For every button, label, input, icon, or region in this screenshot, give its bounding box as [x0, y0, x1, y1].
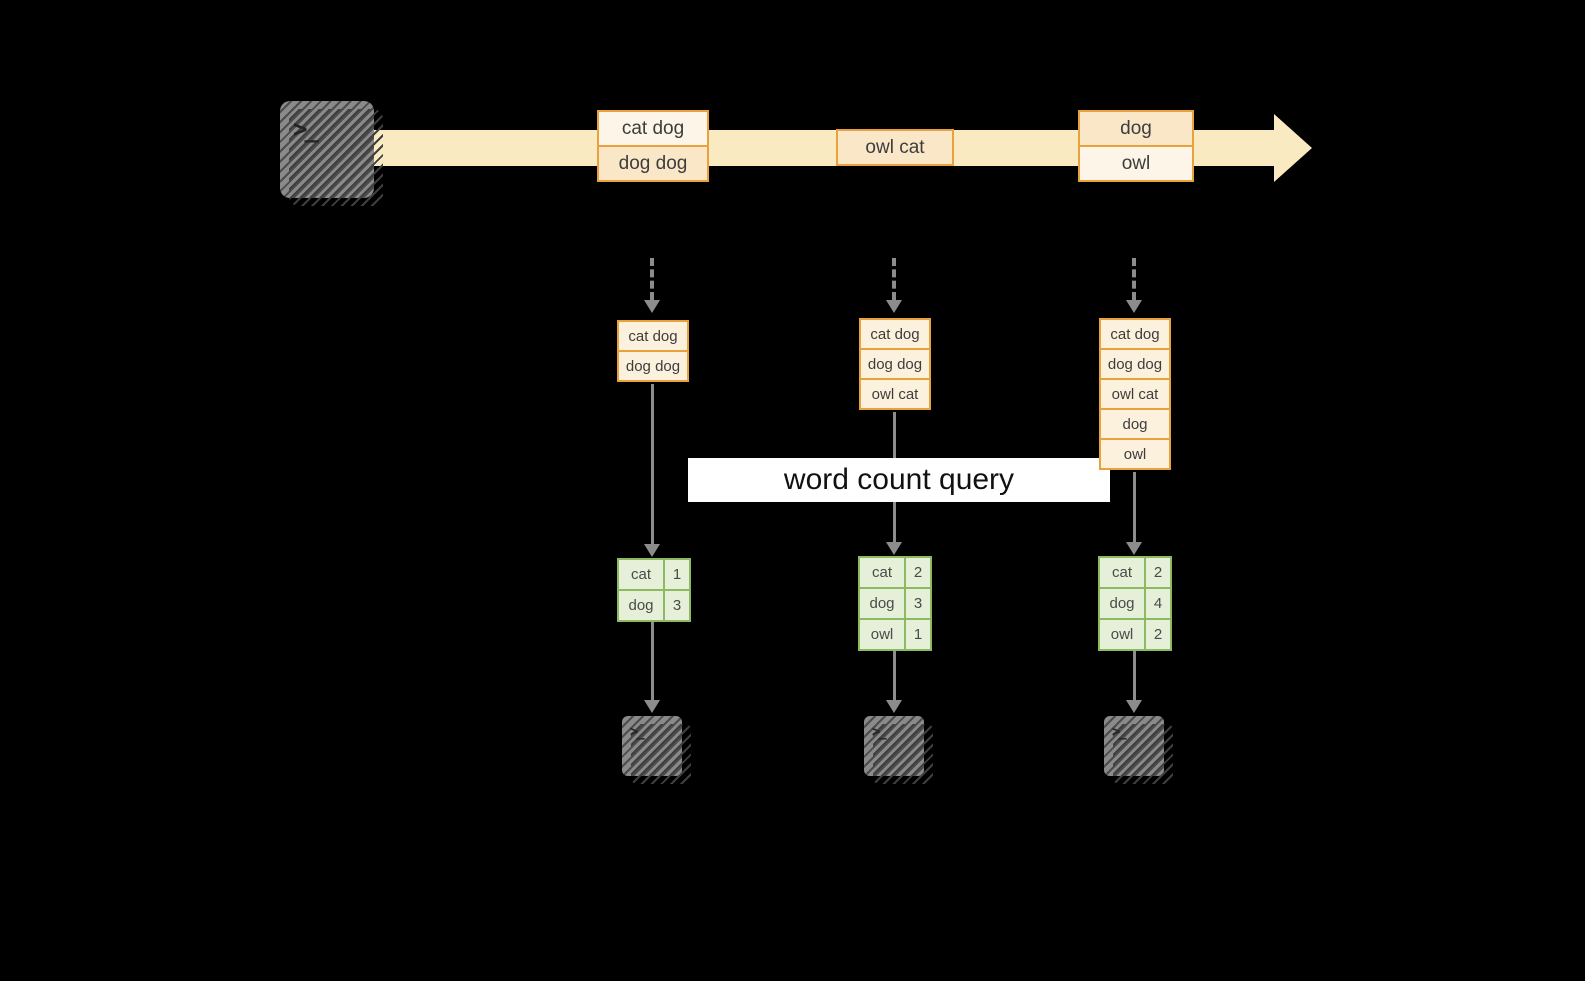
accumulated-row: dog [1099, 408, 1171, 440]
accumulated-row: owl [1099, 438, 1171, 470]
result-table: cat 1 dog 3 [617, 558, 691, 622]
result-count: 1 [906, 620, 930, 649]
result-count: 3 [665, 591, 689, 620]
result-count: 2 [1146, 558, 1170, 587]
stream-arrowhead-icon [1274, 114, 1312, 182]
accumulated-row: dog dog [617, 350, 689, 382]
terminal-prompt-icon: >_ [630, 724, 645, 740]
result-word: cat [619, 560, 663, 589]
result-count: 1 [665, 560, 689, 589]
accumulated-row: cat dog [617, 320, 689, 352]
stream-event-cat-dog: cat dog [597, 110, 709, 147]
table-row: dog 3 [860, 589, 930, 618]
output-arrow [1133, 650, 1136, 700]
terminal-prompt-icon: >_ [1112, 724, 1127, 740]
accumulated-row: dog dog [1099, 348, 1171, 380]
result-word: cat [860, 558, 904, 587]
dashed-arrowhead-icon [1126, 300, 1142, 313]
query-arrow [1133, 472, 1136, 542]
dashed-arrow [1132, 258, 1136, 300]
terminal-output-icon: >_ [1104, 716, 1164, 776]
query-banner: word count query [688, 458, 1110, 502]
dashed-arrow [650, 258, 654, 300]
terminal-output-icon: >_ [864, 716, 924, 776]
stream-event-dog-dog: dog dog [597, 145, 709, 182]
result-table: cat 2 dog 3 owl 1 [858, 556, 932, 651]
result-table: cat 2 dog 4 owl 2 [1098, 556, 1172, 651]
accumulated-row: cat dog [1099, 318, 1171, 350]
query-arrowhead-icon [886, 542, 902, 555]
stream-event-owl: owl [1078, 145, 1194, 182]
accumulated-row: cat dog [859, 318, 931, 350]
dashed-arrowhead-icon [644, 300, 660, 313]
result-count: 2 [1146, 620, 1170, 649]
result-word: dog [619, 591, 663, 620]
accumulated-row: owl cat [859, 378, 931, 410]
output-arrow [651, 622, 654, 700]
table-row: dog 3 [619, 591, 689, 620]
terminal-prompt-icon: >_ [293, 115, 319, 143]
dashed-arrow [892, 258, 896, 300]
output-arrowhead-icon [1126, 700, 1142, 713]
dashed-arrowhead-icon [886, 300, 902, 313]
terminal-input-icon: >_ [280, 101, 374, 198]
output-arrowhead-icon [886, 700, 902, 713]
accumulated-row: dog dog [859, 348, 931, 380]
result-word: dog [1100, 589, 1144, 618]
output-arrow [893, 650, 896, 700]
query-arrow [651, 384, 654, 544]
table-row: owl 2 [1100, 620, 1170, 649]
output-arrowhead-icon [644, 700, 660, 713]
table-row: cat 1 [619, 560, 689, 589]
terminal-output-icon: >_ [622, 716, 682, 776]
accumulated-row: owl cat [1099, 378, 1171, 410]
stream-event-owl-cat: owl cat [836, 129, 954, 166]
table-row: dog 4 [1100, 589, 1170, 618]
table-row: cat 2 [860, 558, 930, 587]
result-word: owl [860, 620, 904, 649]
table-row: cat 2 [1100, 558, 1170, 587]
result-word: cat [1100, 558, 1144, 587]
terminal-prompt-icon: >_ [872, 724, 887, 740]
query-arrowhead-icon [1126, 542, 1142, 555]
result-count: 3 [906, 589, 930, 618]
result-word: dog [860, 589, 904, 618]
result-count: 4 [1146, 589, 1170, 618]
result-word: owl [1100, 620, 1144, 649]
table-row: owl 1 [860, 620, 930, 649]
stream-event-dog: dog [1078, 110, 1194, 147]
result-count: 2 [906, 558, 930, 587]
query-arrowhead-icon [644, 544, 660, 557]
